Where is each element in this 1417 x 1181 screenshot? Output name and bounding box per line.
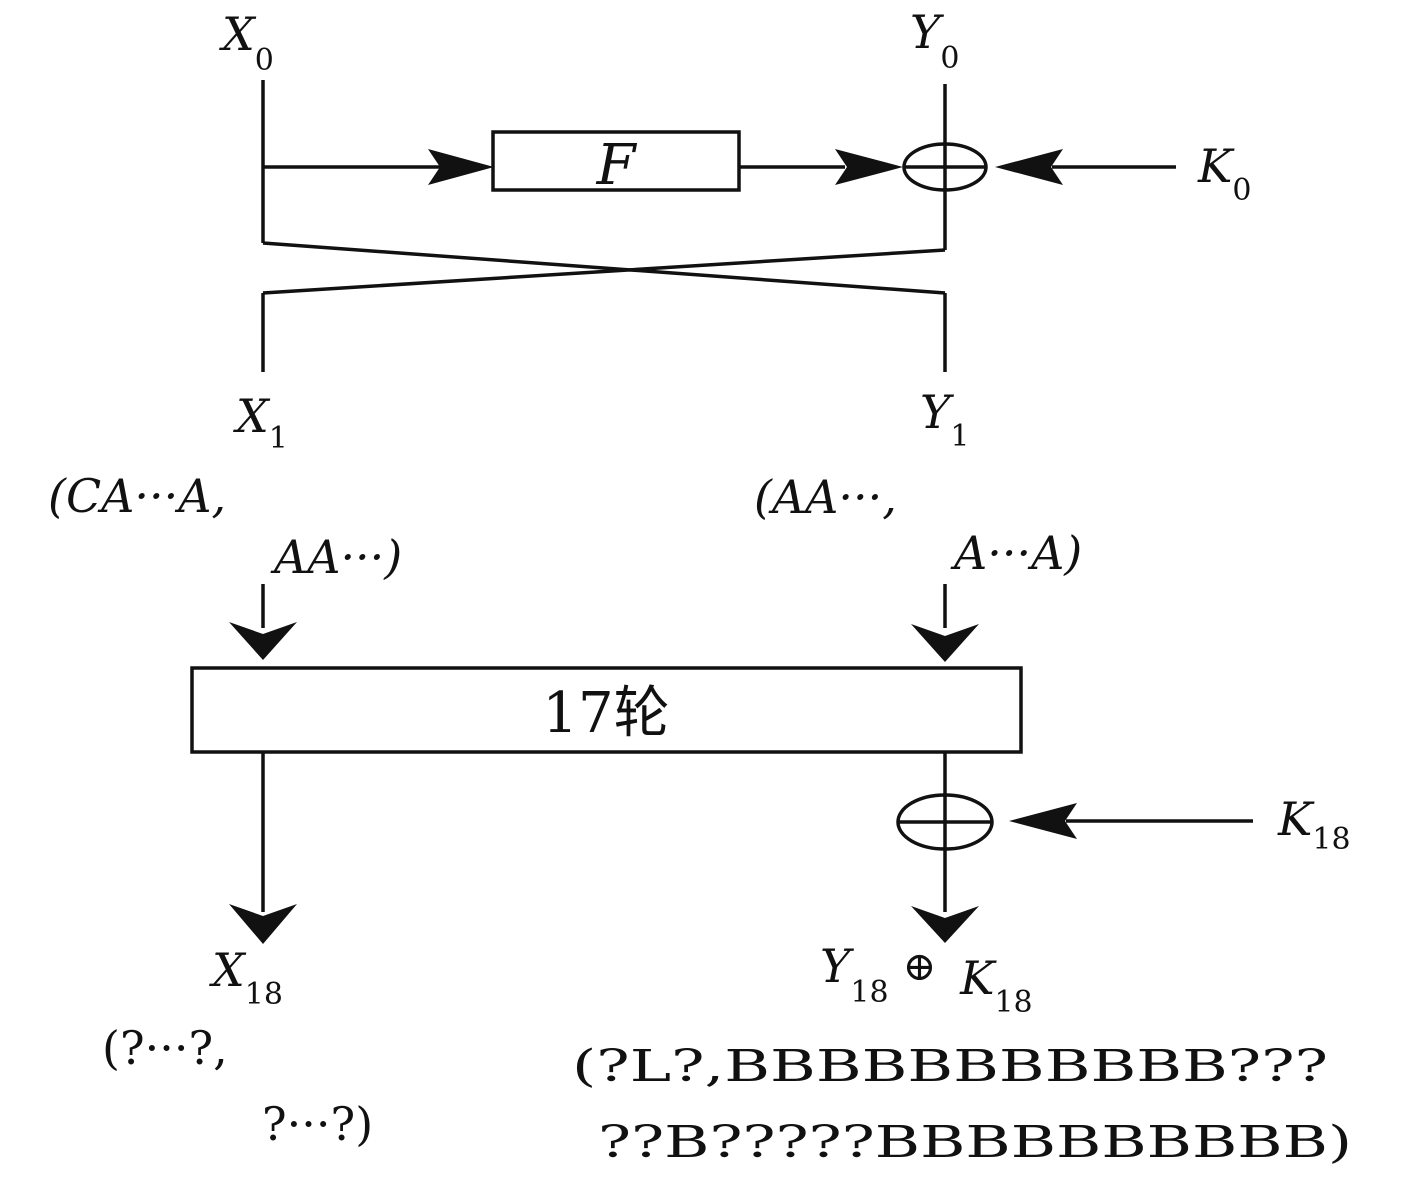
x1-value-line2: AA···)	[270, 530, 402, 584]
f-label: F	[596, 133, 638, 198]
x18-label: X18	[209, 943, 283, 1012]
f-function-box	[491, 130, 741, 192]
arrow-x1-into-rounds	[229, 622, 297, 660]
y18-xor-k18-label: Y18⊕K18	[820, 939, 1033, 1020]
cross-left-to-right	[262, 241, 946, 295]
x18-value-line2: ?···?)	[262, 1097, 373, 1151]
arrow-k18-to-xor	[1009, 803, 1077, 839]
x0-label: X0	[219, 7, 274, 78]
y1-value-line1: (AA···,	[754, 470, 897, 524]
y0-label: Y0	[910, 5, 959, 76]
cross-right-to-left	[262, 248, 946, 295]
rounds-label: 17轮	[542, 681, 669, 746]
y18-value-line1: (?L?,BBBBBBBBBBB???	[572, 1041, 1328, 1092]
x1-label: X1	[233, 389, 288, 456]
x1-value-line1: (CA···A,	[48, 469, 226, 523]
x18-value-line1: (?···?,	[102, 1021, 228, 1075]
arrow-to-f	[428, 149, 494, 185]
arrow-to-xor0	[835, 149, 903, 185]
k0-label: K0	[1197, 139, 1251, 208]
arrow-y1-into-rounds	[911, 624, 979, 662]
arrow-k0-to-xor	[995, 149, 1063, 185]
k18-label: K18	[1277, 792, 1351, 857]
rounds-box	[190, 666, 1023, 754]
xor18-symbol	[896, 793, 994, 851]
y1-value-line2: A···A)	[950, 526, 1082, 580]
y18-value-line2: ??B?????BBBBBBBBBB)	[598, 1117, 1352, 1168]
arrow-y18-out	[911, 906, 979, 943]
arrow-x18-out	[229, 904, 297, 944]
y1-label: Y1	[920, 385, 969, 454]
